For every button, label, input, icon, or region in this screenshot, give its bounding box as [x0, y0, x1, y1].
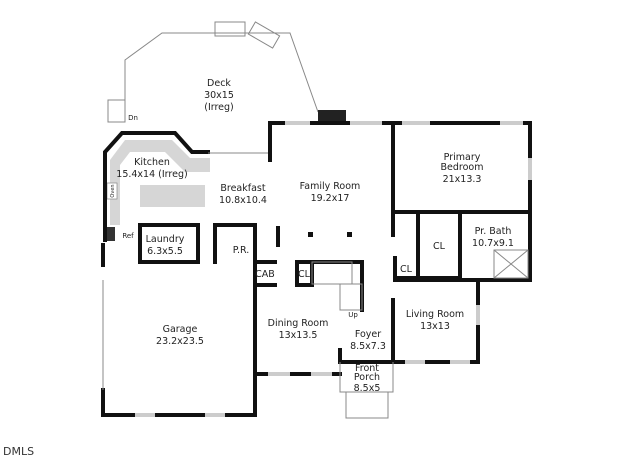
walls: [101, 121, 532, 417]
family-room-label: Family Room: [300, 181, 361, 192]
foyer-label: Foyer: [355, 329, 381, 340]
primary-bedroom-label-2: Bedroom: [441, 162, 484, 173]
deck: [107, 21, 319, 123]
cab-label: CAB: [255, 269, 275, 280]
deck-stairs: [107, 99, 126, 123]
kitchen-island: [140, 185, 205, 207]
oven-label: Oven: [110, 184, 116, 197]
primary-bedroom-size: 21x13.3: [443, 174, 482, 185]
closet-label-stairs: CL: [298, 269, 311, 280]
foyer-size: 8.5x7.3: [350, 341, 386, 352]
breakfast-label: Breakfast: [220, 183, 265, 194]
powder-room-label: P.R.: [233, 245, 250, 256]
deck-label: Deck: [207, 78, 231, 89]
dining-room-size: 13x13.5: [279, 330, 318, 341]
fireplace: [318, 110, 346, 123]
kitchen-size: 15.4x14 (Irreg): [116, 169, 187, 180]
family-room-size: 19.2x17: [311, 193, 350, 204]
garage-label: Garage: [163, 324, 198, 335]
garage-size: 23.2x23.5: [156, 336, 204, 347]
primary-bedroom-label-1: Primary: [444, 152, 481, 163]
living-room-label: Living Room: [406, 309, 464, 320]
pr-bath-shower: [493, 249, 529, 279]
deck-note: (Irreg): [204, 102, 234, 113]
deck-size: 30x15: [204, 90, 234, 101]
front-porch-size: 8.5x5: [354, 383, 381, 394]
porch-steps: [345, 391, 389, 419]
stairs: [311, 261, 389, 419]
pr-bath-label: Pr. Bath: [475, 226, 512, 237]
kitchen-label: Kitchen: [134, 157, 170, 168]
front-porch-label-1: Front: [355, 363, 379, 374]
dmls-logo: DMLS: [3, 445, 34, 458]
stairs-up-label: Up: [348, 311, 358, 319]
pr-bath-size: 10.7x9.1: [472, 238, 514, 249]
closet-label-bedroom: CL: [433, 241, 446, 252]
laundry-label: Laundry: [146, 234, 185, 245]
breakfast-size: 10.8x10.4: [219, 195, 267, 206]
dining-room-label: Dining Room: [268, 318, 329, 329]
front-porch-label-2: Porch: [354, 372, 380, 383]
living-room-size: 13x13: [420, 321, 450, 332]
kitchen-counter: [110, 140, 210, 225]
stairs-down-label: Dn: [128, 114, 138, 122]
laundry-size: 6.3x5.5: [147, 246, 183, 257]
closet-label-hall: CL: [400, 264, 413, 275]
ref-label: Ref: [122, 232, 134, 240]
